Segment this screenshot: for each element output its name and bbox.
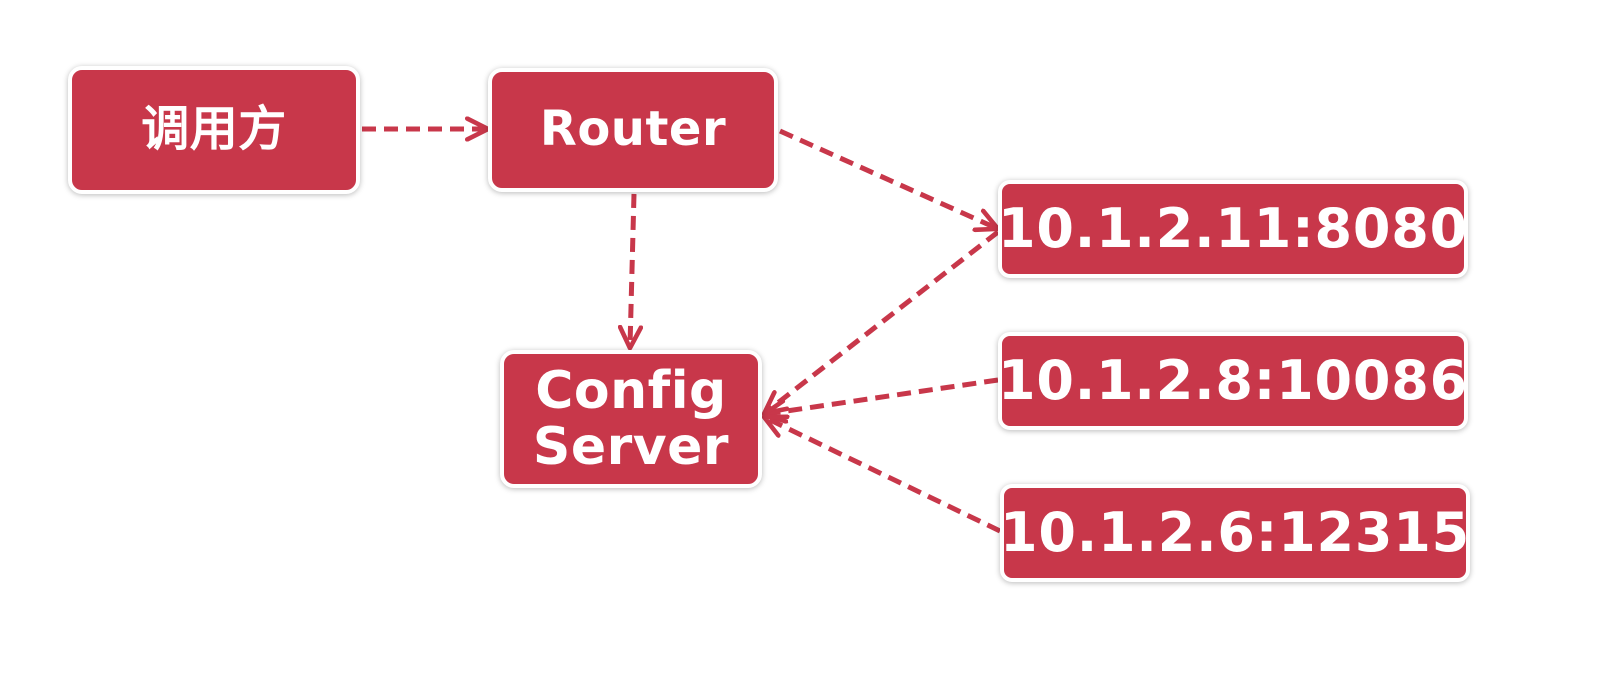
caller-label: 调用方	[141, 101, 287, 158]
endpoint-node-1: 10.1.2.11:8080	[998, 180, 1468, 278]
edge-endpoint-1-to-config	[766, 230, 1000, 412]
edge-router-to-endpoint-1	[778, 128, 996, 228]
edge-endpoint-3-to-config	[766, 418, 1002, 534]
endpoint-3-label: 10.1.2.6:12315	[999, 500, 1471, 564]
router-label: Router	[539, 101, 727, 158]
endpoint-2-label: 10.1.2.8:10086	[997, 348, 1469, 412]
endpoint-node-3: 10.1.2.6:12315	[1000, 484, 1470, 582]
endpoint-node-2: 10.1.2.8:10086	[998, 332, 1468, 430]
edge-router-to-config	[630, 193, 634, 346]
endpoint-1-label: 10.1.2.11:8080	[997, 196, 1469, 260]
edge-endpoint-2-to-config	[766, 377, 999, 414]
config-server-label: Config Server	[532, 360, 730, 477]
config-server-node: Config Server	[500, 350, 762, 488]
caller-node: 调用方	[68, 66, 360, 194]
router-node: Router	[488, 68, 778, 192]
